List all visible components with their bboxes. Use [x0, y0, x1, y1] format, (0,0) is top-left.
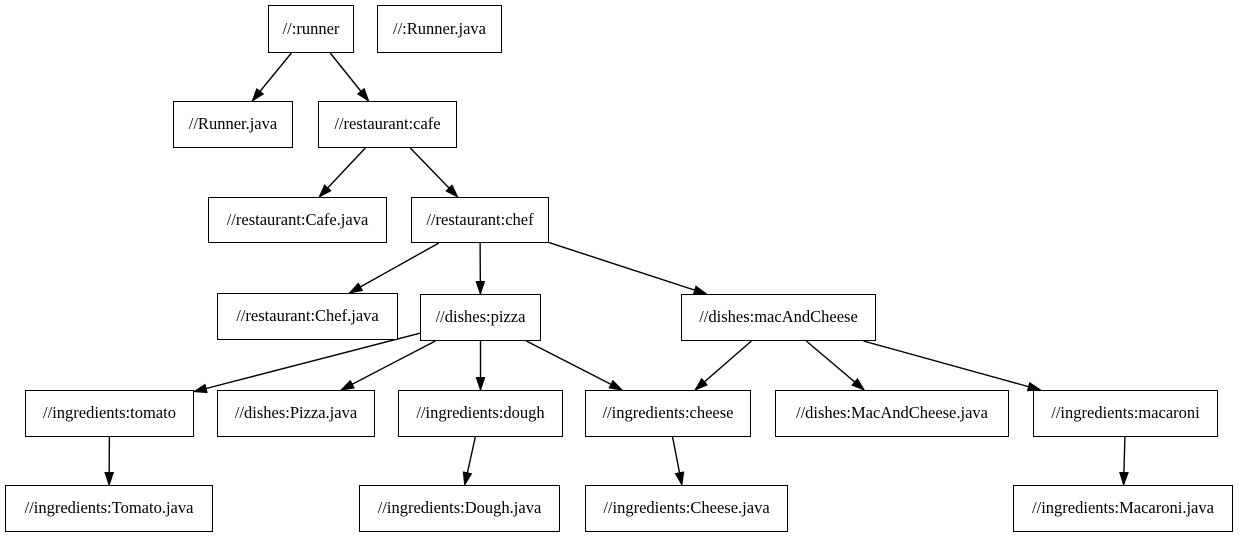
node-label: //ingredients:dough — [416, 403, 545, 423]
edge-chef-to-chef-java — [350, 242, 440, 293]
node-label: //dishes:Pizza.java — [234, 403, 358, 423]
node-label: //ingredients:Cheese.java — [603, 498, 770, 518]
edge-pizza-to-pizza-java — [341, 340, 436, 390]
edge-cheese-to-cheese-java — [671, 436, 682, 485]
node-label: //dishes:macAndCheese — [699, 307, 858, 327]
edge-mac-and-cheese-to-cheese — [695, 340, 752, 390]
graph-node-cheese: //ingredients:cheese — [585, 390, 751, 437]
graph-node-chef: //restaurant:chef — [411, 197, 549, 243]
edge-mac-and-cheese-to-mac-and-cheese-java — [805, 340, 864, 390]
graph-node-tomato: //ingredients:tomato — [25, 390, 194, 437]
edge-dough-to-dough-java — [465, 436, 476, 485]
graph-node-cheese-java: //ingredients:Cheese.java — [585, 485, 788, 532]
edge-cafe-to-cafe-java — [319, 147, 366, 197]
graph-node-mac-and-cheese: //dishes:macAndCheese — [681, 294, 876, 341]
graph-node-pizza-java: //dishes:Pizza.java — [217, 390, 375, 437]
edge-pizza-to-tomato — [194, 332, 421, 391]
graph-node-dough-java: //ingredients:Dough.java — [359, 485, 560, 532]
node-label: //ingredients:Tomato.java — [24, 498, 194, 518]
edge-cafe-to-chef — [409, 147, 457, 197]
graph-node-pizza: //dishes:pizza — [420, 294, 541, 341]
graph-node-runner-java-target: //:Runner.java — [377, 5, 502, 53]
node-label: //:runner — [282, 18, 340, 38]
node-label: //:Runner.java — [392, 18, 487, 38]
edge-macaroni-to-macaroni-java — [1124, 436, 1125, 485]
node-label: //ingredients:tomato — [43, 403, 176, 423]
graph-node-cafe: //restaurant:cafe — [318, 101, 457, 148]
graph-node-runner-java: //Runner.java — [173, 101, 293, 148]
graph-node-runner: //:runner — [268, 5, 354, 53]
node-label: //dishes:pizza — [435, 307, 526, 327]
node-label: //restaurant:chef — [426, 209, 534, 229]
graph-node-cafe-java: //restaurant:Cafe.java — [208, 197, 387, 243]
node-label: //ingredients:cheese — [602, 403, 734, 423]
node-label: //ingredients:Dough.java — [377, 498, 542, 518]
node-label: //ingredients:macaroni — [1051, 403, 1200, 423]
node-label: //restaurant:cafe — [334, 114, 441, 134]
node-label: //ingredients:Macaroni.java — [1032, 498, 1214, 518]
edge-runner-to-runner-java — [252, 52, 292, 101]
graph-node-macaroni: //ingredients:macaroni — [1033, 390, 1218, 437]
graph-node-macaroni-java: //ingredients:Macaroni.java — [1013, 485, 1233, 532]
node-label: //dishes:MacAndCheese.java — [796, 403, 988, 423]
node-label: //Runner.java — [188, 114, 278, 134]
graph-node-chef-java: //restaurant:Chef.java — [217, 293, 398, 340]
graph-node-tomato-java: //ingredients:Tomato.java — [5, 485, 213, 532]
edge-chef-to-mac-and-cheese — [548, 241, 707, 295]
edge-runner-to-cafe — [329, 52, 368, 101]
edge-pizza-to-cheese — [526, 340, 622, 390]
graph-node-mac-and-cheese-java: //dishes:MacAndCheese.java — [775, 390, 1009, 437]
edge-mac-and-cheese-to-macaroni — [863, 340, 1040, 390]
node-label: //restaurant:Cafe.java — [226, 209, 369, 229]
graph-node-dough: //ingredients:dough — [398, 390, 563, 437]
node-label: //restaurant:Chef.java — [236, 306, 379, 326]
